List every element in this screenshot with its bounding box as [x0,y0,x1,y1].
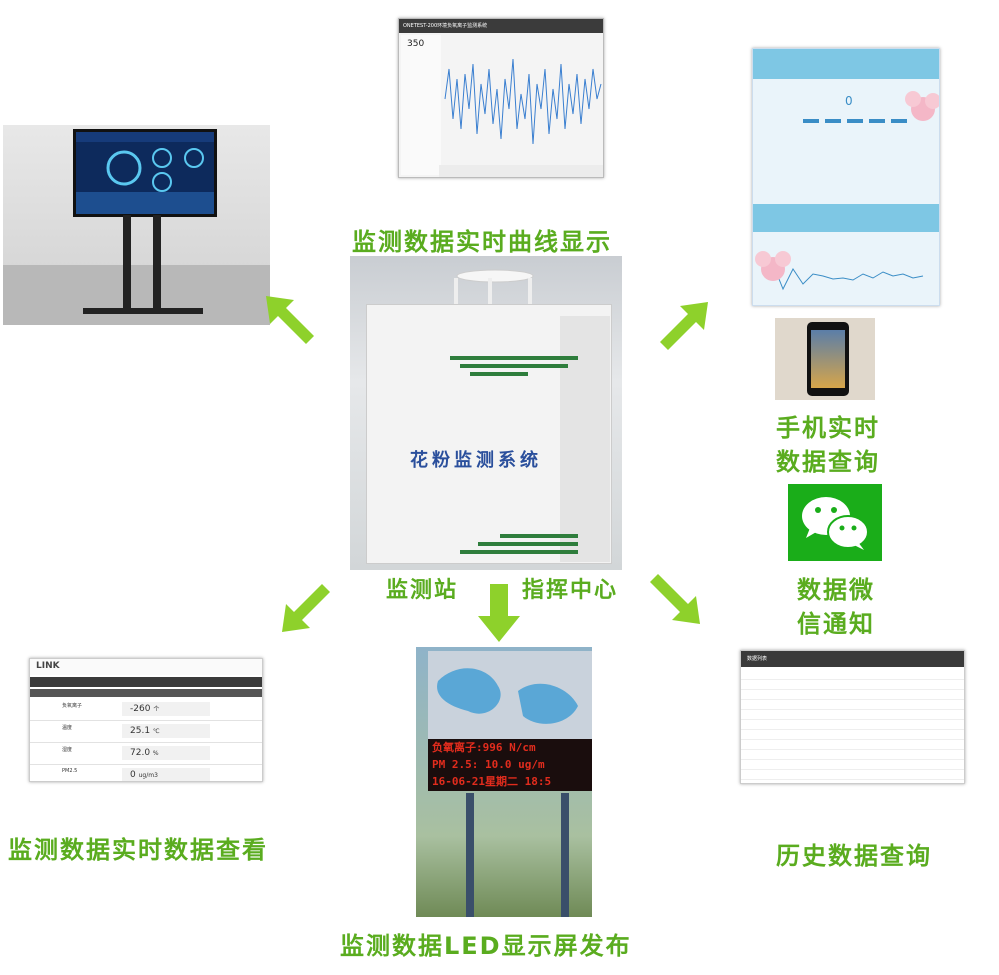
arrow-down-right-icon [650,574,700,624]
table-row: 负氧离子 -260 个 [30,699,262,721]
flower-icon [755,251,791,281]
table-row: PM2.5 0 ug/m3 [30,765,262,781]
led-screen: 负氧离子:996 N/cm PM 2.5: 10.0 ug/m 16-06-21… [428,739,592,791]
led-line: 负氧离子:996 N/cm [432,741,536,754]
station-cabinet-side [560,316,610,562]
table-row [741,771,964,780]
table-row: 温度 25.1 ℃ [30,721,262,743]
tv-display-photo [3,125,270,325]
mobile-bars: 0 [803,94,907,123]
table-row [741,761,964,770]
label-curve-display: 监测数据实时曲线显示 [352,228,612,256]
realtime-curve-screenshot: ONETEST-200环境负氧离子监测系统 350 [398,18,604,178]
billboard-post [561,793,569,917]
arrow-up-right-icon [660,302,708,350]
table-row [741,731,964,740]
table-row [741,681,964,690]
monitoring-station-photo: 花粉监测系统 [350,256,622,570]
cabinet-stripe [478,542,578,546]
mobile-curve-screenshot: 0 [752,48,940,306]
history-title: 数据列表 [741,651,964,667]
label-realtime-view: 监测数据实时数据查看 [8,836,268,864]
table-row [741,691,964,700]
cabinet-stripe [450,356,578,360]
floor [3,265,270,325]
led-line: 16-06-21星期二 18:5 [432,775,552,788]
arrow-down-icon [478,584,520,642]
table-row [741,671,964,680]
label-wechat-2: 信通知 [797,610,875,638]
phone [807,322,849,396]
tv-screen [73,129,217,217]
label-history-query: 历史数据查询 [776,842,932,870]
current-value: 350 [407,39,425,49]
data-screen-bar [30,677,262,687]
cabinet-stripe [500,534,578,538]
world-map-display [428,651,592,739]
table-row [741,751,964,760]
label-mobile-query-2: 数据查询 [776,448,880,476]
cabinet-stripe [460,364,568,368]
data-screen-topbar: LINK [30,659,262,675]
wechat-icon [802,497,869,550]
led-line: PM 2.5: 10.0 ug/m [432,758,545,771]
led-billboard-photo: 负氧离子:996 N/cm PM 2.5: 10.0 ug/m 16-06-21… [416,647,592,917]
arrow-down-left-icon [282,584,330,632]
table-row: 湿度 72.0 % [30,743,262,765]
mobile-header-curve [753,204,939,232]
label-led-publish: 监测数据LED显示屏发布 [340,932,632,960]
curve-line-chart [444,58,602,145]
station-label: 花粉监测系统 [410,450,542,471]
cabinet-stripe [470,372,528,376]
realtime-data-screenshot: LINK 负氧离子 -260 个 温度 25.1 ℃ 湿度 72.0 % PM2… [29,658,263,782]
tv-stand-leg [153,215,161,310]
curve-screen-sidebar: 350 [401,35,441,175]
wechat-logo [788,484,882,561]
data-screen-bar [30,689,262,697]
mobile-line-chart [763,263,924,291]
label-command-center: 指挥中心 [522,578,619,603]
handset-photo [775,318,875,400]
table-row [741,711,964,720]
table-row [741,701,964,710]
table-row [741,721,964,730]
flower-icon [905,91,939,121]
label-mobile-query-1: 手机实时 [776,414,880,442]
link-logo: LINK [36,661,60,671]
curve-screen-title: ONETEST-200环境负氧离子监测系统 [399,19,603,33]
billboard-post [466,793,474,917]
tv-stand-base [83,308,203,314]
curve-screen-footer [439,165,603,177]
label-wechat-1: 数据微 [797,576,875,604]
tv-stand-leg [123,215,131,310]
label-station: 监测站 [386,578,459,603]
svg-text:0: 0 [845,94,853,108]
mobile-header [753,49,939,79]
arrow-up-left-icon [266,296,314,344]
cabinet-stripe [460,550,578,554]
table-row [741,741,964,750]
history-data-screenshot: 数据列表 [740,650,965,784]
